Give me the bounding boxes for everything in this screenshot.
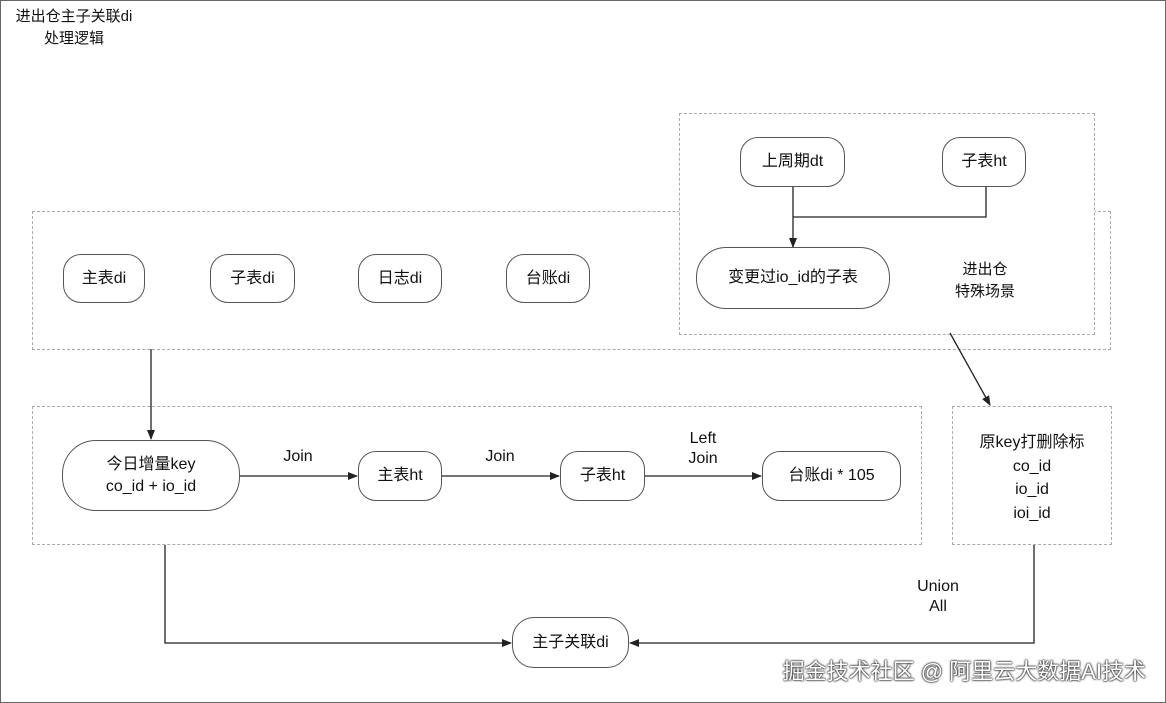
sources-group	[32, 211, 1111, 350]
source-main-di: 主表di	[63, 254, 145, 303]
arrow-special-to-delete	[949, 332, 991, 406]
edge-label-left-join: Left Join	[673, 429, 733, 469]
edge-label-join-2: Join	[485, 448, 515, 465]
source-ledger-di: 台账di	[506, 254, 590, 303]
left-join-line1: Left	[689, 430, 717, 447]
special-label-line1: 进出仓	[962, 261, 1008, 278]
node-prev-cycle-dt: 上周期dt	[740, 137, 845, 187]
watermark: 掘金技术社区 @ 阿里云大数据AI技术	[782, 659, 1146, 684]
arrow-pipeline-to-result	[164, 545, 512, 647]
source-log-di: 日志di	[358, 254, 442, 303]
node-incremental-key: 今日增量key co_id + io_id	[62, 440, 240, 511]
delete-line2: co_id	[1012, 457, 1052, 475]
node-changed-child-table: 变更过io_id的子表	[696, 247, 890, 309]
diagram-title: 进出仓主子关联di 处理逻辑	[4, 6, 144, 50]
union-line1: Union	[917, 578, 959, 595]
pipeline-group	[32, 406, 922, 545]
delete-line3: io_id	[1015, 481, 1049, 498]
title-line2: 处理逻辑	[43, 30, 104, 47]
special-label-line2: 特殊场景	[954, 283, 1015, 300]
union-all-label: Union All	[898, 577, 978, 617]
edge-label-join-1: Join	[283, 448, 313, 465]
node-result-di: 主子关联di	[512, 617, 629, 668]
delete-line4: ioi_id	[1013, 504, 1051, 522]
title-line1: 进出仓主子关联di	[15, 8, 133, 25]
special-scenario-label: 进出仓 特殊场景	[930, 259, 1040, 303]
node-ledger-di: 台账di * 105	[762, 451, 901, 501]
node-child-ht-special: 子表ht	[942, 137, 1026, 187]
connector-child-ht-to-changed	[793, 187, 987, 218]
arrow-delete-to-result	[629, 545, 1035, 647]
key-line1: 今日增量key	[106, 455, 196, 473]
delete-mark-group	[952, 406, 1112, 545]
left-join-line2: Join	[688, 450, 718, 467]
node-main-ht: 主表ht	[358, 451, 442, 501]
node-child-ht: 子表ht	[560, 451, 645, 501]
key-line2: co_id + io_id	[105, 477, 197, 495]
source-child-di: 子表di	[210, 254, 295, 303]
union-line2: All	[929, 598, 947, 615]
delete-mark-text: 原key打删除标 co_id io_id ioi_id	[952, 431, 1112, 525]
delete-line1: 原key打删除标	[979, 434, 1085, 451]
